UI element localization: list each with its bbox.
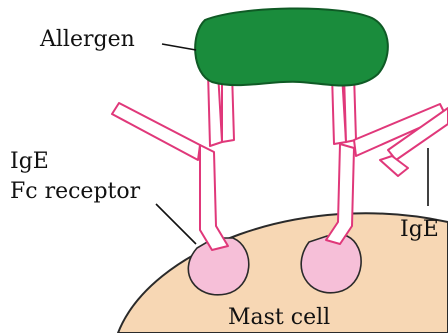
mast-cell-label: Mast cell bbox=[228, 305, 330, 330]
ige-left-stem bbox=[200, 145, 228, 250]
ige-right-label: IgE bbox=[400, 217, 439, 242]
fc-receptor-label: Fc receptor bbox=[10, 179, 141, 204]
ige-antibody-left bbox=[112, 72, 234, 250]
fc-receptor-right bbox=[301, 236, 361, 293]
ige-left-arm-outer bbox=[112, 103, 200, 160]
allergen-blob bbox=[195, 8, 388, 85]
ige-far-right-stem bbox=[380, 156, 408, 176]
allergen-pointer-line bbox=[162, 44, 196, 50]
ige-left-label: IgE bbox=[10, 149, 49, 174]
fc-receptor-pointer-line bbox=[156, 204, 196, 244]
allergen-label: Allergen bbox=[39, 27, 135, 52]
